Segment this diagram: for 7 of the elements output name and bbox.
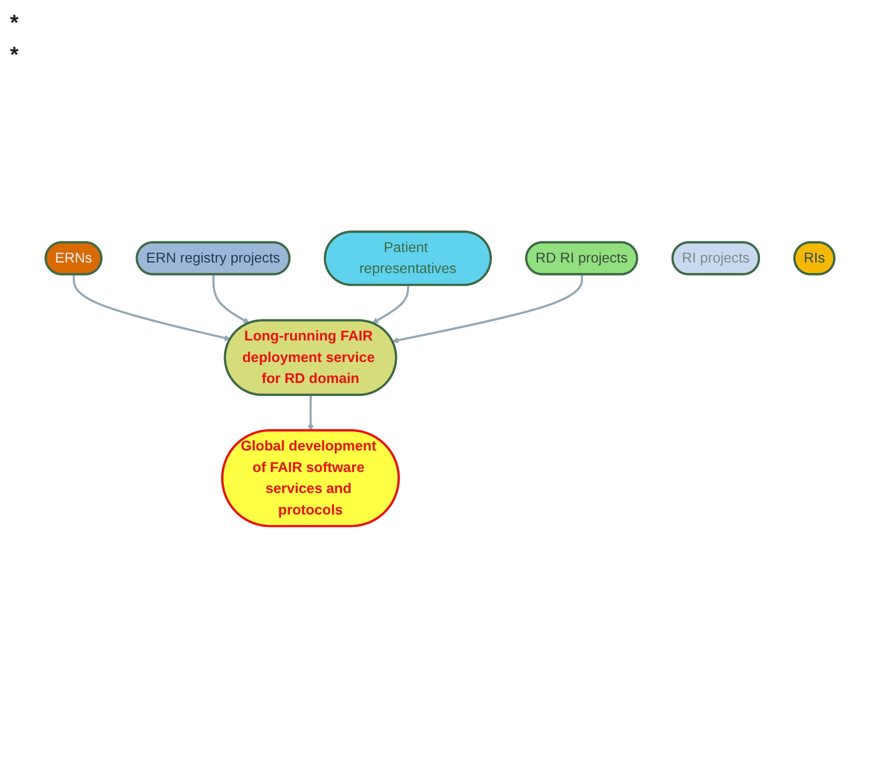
arrow [72, 274, 231, 341]
arrow [212, 274, 250, 324]
arrow [392, 274, 584, 343]
arrow [308, 394, 314, 431]
arrow [372, 284, 410, 324]
asterisk-note: * [10, 10, 19, 36]
asterisk-note: * [10, 42, 19, 68]
